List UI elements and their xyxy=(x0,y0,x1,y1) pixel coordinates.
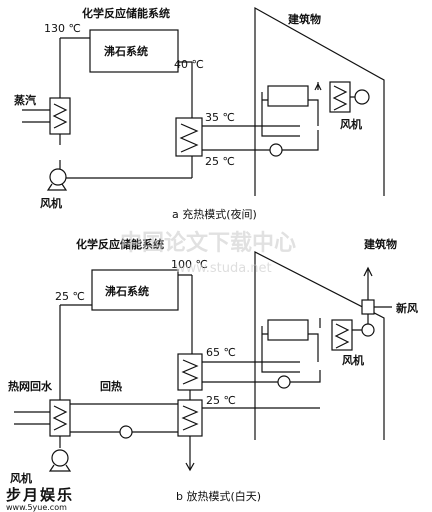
panel-a-ahu-fan-icon xyxy=(354,89,370,105)
panel-b-fan-left-icon xyxy=(51,449,69,467)
panel-b-storage-loop xyxy=(59,274,193,354)
panel-a-arrow-icon xyxy=(314,83,322,91)
panel-b-pump-icon xyxy=(277,375,291,389)
panel-b-supply-pipes xyxy=(202,361,320,409)
panel-b-upper-coil-icon xyxy=(181,359,199,385)
panel-a-supply-pipes xyxy=(202,125,300,151)
watermark-text: 中国论文下载中心 xyxy=(120,230,296,256)
panel-b-return-pipe xyxy=(14,411,50,425)
panel-b: 化学反应储能系统 沸石系统 25 ℃ 100 ℃ 热网回水 回热 风机 65 ℃ xyxy=(8,237,418,503)
panel-a-fan-left-icon xyxy=(49,168,67,186)
panel-b-return-water-label: 热网回水 xyxy=(8,379,53,393)
panel-b-return-coil-icon xyxy=(52,405,68,431)
panel-b-fan-left-label: 风机 xyxy=(10,471,32,485)
panel-a-caption: a 充热模式(夜间) xyxy=(172,207,257,221)
panel-a-main-exchanger xyxy=(175,117,203,157)
panel-b-temp-25-bottom: 25 ℃ xyxy=(206,394,236,407)
panel-a-fan-left-label: 风机 xyxy=(40,196,62,210)
panel-b-down-arrow-icon xyxy=(185,462,195,472)
panel-a-temp-130: 130 ℃ xyxy=(44,22,81,35)
footer-logo-text: 步月娱乐 xyxy=(6,486,74,504)
panel-a-steam-label: 蒸汽 xyxy=(14,93,36,107)
panel-a-fan-right-label: 风机 xyxy=(340,117,362,131)
panel-a-temp-35: 35 ℃ xyxy=(205,111,235,124)
panel-b-temp-25-top: 25 ℃ xyxy=(55,290,85,303)
panel-b-up-arrow-icon xyxy=(363,266,373,277)
panel-a-temp-25: 25 ℃ xyxy=(205,155,235,168)
panel-a-zeolite-box xyxy=(89,29,179,73)
panel-a-temp-40: 40 ℃ xyxy=(174,58,204,71)
panel-a-ahu-links xyxy=(317,82,355,98)
panel-b-zeolite-box xyxy=(91,269,179,311)
panel-b-building-outline xyxy=(254,251,385,440)
footer-logo-url: www.5yue.com xyxy=(6,503,67,512)
panel-a-pump-pipe xyxy=(282,130,319,151)
panel-b-lower-coil-icon xyxy=(181,405,199,431)
panel-b-title: 化学反应储能系统 xyxy=(76,237,164,251)
panel-b-ahu-links xyxy=(319,268,392,331)
panel-b-fan-right-label: 风机 xyxy=(342,353,364,367)
panel-b-building-label: 建筑物 xyxy=(364,237,397,251)
panel-a-building-label: 建筑物 xyxy=(288,12,321,26)
panel-b-heat-recovery-label: 回热 xyxy=(100,379,122,393)
panel-b-damper-icon xyxy=(361,299,375,315)
panel-b-radiator xyxy=(267,319,309,341)
panel-a-radiator-pipes xyxy=(261,92,319,137)
panel-b-caption: b 放热模式(白天) xyxy=(176,489,261,503)
panel-b-radiator-pipes xyxy=(261,326,319,373)
panel-b-zeolite-label: 沸石系统 xyxy=(105,284,149,298)
panel-a-main-coil-icon xyxy=(179,123,199,153)
panel-b-ahu-coil-icon xyxy=(334,323,350,349)
panel-a-title: 化学反应储能系统 xyxy=(82,6,170,20)
panel-a-steam-pipe xyxy=(22,109,50,123)
panel-b-temp-65: 65 ℃ xyxy=(206,346,236,359)
panel-b-fresh-air-label: 新风 xyxy=(396,301,418,315)
panel-a-zeolite-label: 沸石系统 xyxy=(104,44,148,58)
panel-a-radiator xyxy=(267,85,309,107)
panel-b-temp-100: 100 ℃ xyxy=(171,258,208,271)
panel-a-building-outline xyxy=(254,6,385,196)
watermark-url: www.studa.net xyxy=(175,261,272,276)
panel-b-fan-left-base xyxy=(48,464,72,472)
panel-a-pump-icon xyxy=(269,143,283,157)
panel-b-ahu-fan-icon xyxy=(361,323,375,337)
panel-a-steam-coil-icon xyxy=(52,103,68,129)
panel-b-pump-pipe xyxy=(290,370,321,383)
panel-a-fan-left-base xyxy=(46,183,68,191)
panel-a: 化学反应储能系统 沸石系统 130 ℃ 40 ℃ 蒸汽 风机 35 ℃ 25 ℃… xyxy=(14,6,385,221)
panel-b-recovery-pipes xyxy=(70,403,178,433)
panel-a-ahu-coil-icon xyxy=(332,85,348,111)
panel-b-recovery-pump-icon xyxy=(119,425,133,439)
